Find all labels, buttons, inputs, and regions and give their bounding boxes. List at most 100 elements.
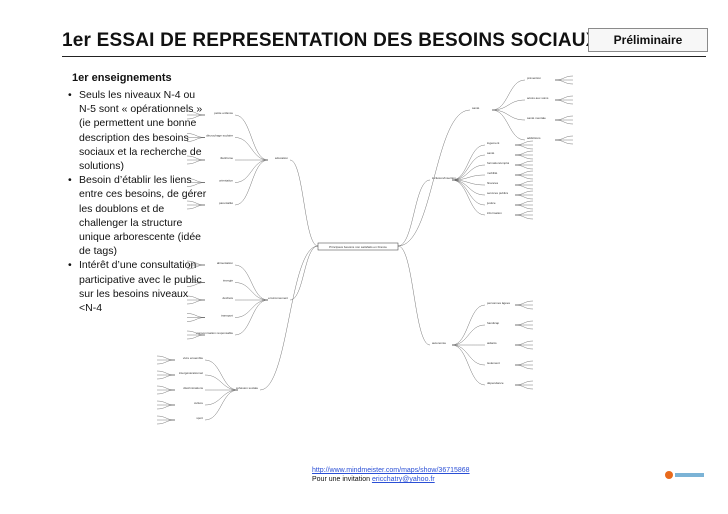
mindmap-branch-line — [397, 179, 431, 247]
mindmap-branch-line — [514, 364, 534, 370]
mindmap-branch-line — [514, 160, 534, 166]
mindmap-branch-line — [514, 180, 534, 186]
mindmap-branch-line — [451, 164, 486, 181]
mindmap-branch-line — [451, 154, 486, 181]
mindmap-branch-line — [514, 384, 534, 390]
mindmap-branch-line — [186, 317, 206, 322]
mindmap-branch-line — [156, 389, 176, 395]
mindmap-leaf-label: prévention — [527, 76, 541, 80]
mindmap-branch-line — [451, 344, 486, 366]
mindmap-leaf-label: décrochage scolaire — [206, 134, 233, 138]
mindmap-branch-line — [397, 109, 471, 247]
mindmap-leaf-label: santé mentale — [527, 116, 546, 120]
mindmap-branch-line — [156, 374, 176, 380]
mindmap-branch-line — [204, 389, 239, 406]
mindmap-branch-line — [514, 154, 534, 160]
mindmap-leaf-label: santé — [487, 151, 495, 155]
mindmap-leaf-label: consommation responsable — [196, 331, 233, 335]
mindmap-branch-label: éducation — [275, 156, 288, 160]
mindmap-branch-line — [397, 245, 431, 346]
mindmap-link[interactable]: http://www.mindmeister.com/maps/show/367… — [312, 467, 470, 474]
mindmap-branch-line — [514, 174, 534, 180]
mindmap-leaf-label: petite enfance — [214, 111, 233, 115]
mindmap-leaf-label: culture — [194, 401, 203, 405]
mindmap-branch-line — [451, 179, 486, 206]
mindmap-branch-line — [186, 282, 206, 287]
mindmap-branch-line — [186, 264, 206, 270]
mindmap-leaf-label: justice — [486, 201, 496, 205]
mindmap-leaf-label: sport — [196, 416, 203, 420]
mindmap-branch-line — [554, 79, 574, 85]
mindmap-leaf-label: accès aux soins — [527, 96, 549, 100]
section-subtitle: 1er enseignements — [72, 72, 172, 84]
mindmap-leaf-label: vivre ensemble — [183, 356, 204, 360]
mindmap-branch-line — [451, 179, 486, 216]
mindmap-branch-line — [554, 95, 574, 101]
mindmap-branch-line — [514, 210, 534, 216]
email-link[interactable]: ericchatry@yahoo.fr — [371, 476, 435, 483]
mindmeister-logo — [665, 471, 704, 479]
mindmap-branch-line — [156, 370, 176, 376]
mindmap-branch-line — [156, 419, 176, 425]
mindmap-leaf-label: personnes âgées — [487, 301, 511, 305]
mindmap-branch-line — [554, 75, 574, 81]
mindmap-branch-line — [234, 299, 269, 318]
finding-item: Intérêt d’une consultation participative… — [68, 258, 208, 315]
finding-item: Seuls les niveaux N-4 ou N-5 sont « opér… — [68, 88, 208, 173]
mindmap-leaf-label: finances — [487, 181, 499, 185]
mindmap-branch-line — [186, 114, 206, 120]
mindmap-branch-line — [491, 99, 526, 111]
mindmap-branch-line — [554, 135, 574, 141]
mindmap-leaf-label: dépendance — [487, 381, 504, 385]
mindmap-branch-line — [234, 299, 269, 336]
mindmap-leaf-label: isolement — [487, 361, 500, 365]
mindmap-leaf-label: addictions — [527, 136, 541, 140]
mindmap-branch-line — [451, 144, 486, 181]
mindmap-branch-line — [259, 245, 319, 391]
mindmap-branch-line — [514, 360, 534, 366]
mindmap-branch-line — [156, 404, 176, 410]
mindmap-leaf-label: formation/emploi — [487, 161, 510, 165]
mindmap-leaf-label: énergie — [223, 279, 233, 283]
mindmap-branch-label: santé — [472, 106, 480, 110]
mindmap-branch-line — [514, 340, 534, 346]
mindmap-leaf-label: parentalité — [219, 201, 233, 205]
mindmap-branch-line — [289, 245, 319, 301]
mindmap-branch-line — [186, 182, 206, 187]
mindmap-branch-line — [554, 139, 574, 145]
mindmap-branch-line — [186, 334, 206, 340]
mindmap-leaf-label: discriminations — [183, 386, 203, 390]
mindmap-leaf-label: alimentation — [217, 261, 234, 265]
mindmap-branch-label: autonomie — [432, 341, 446, 345]
mindmap-branch-line — [514, 344, 534, 350]
mindmap-leaf-label: logement — [487, 141, 500, 145]
mindmap-branch-line — [234, 159, 269, 206]
mindmap-branch-line — [514, 144, 534, 150]
mindmap-branch-line — [204, 374, 239, 391]
mindmap-branch-line — [491, 109, 526, 141]
mindmap-leaf-label: aidants — [487, 341, 497, 345]
mindmap-branch-line — [514, 164, 534, 170]
title-divider — [62, 56, 706, 57]
mindmap-leaf-label: transport — [221, 314, 233, 318]
mindmap-branch-line — [451, 344, 486, 386]
mindmap-branch-line — [156, 415, 176, 421]
mindmap-branch-line — [204, 359, 239, 391]
mindmap-branch-line — [186, 133, 206, 138]
mindmap-branch-line — [514, 184, 534, 190]
mindmap-branch-line — [491, 109, 526, 121]
mindmap-branch-line — [234, 159, 269, 183]
mindmap-branch-line — [514, 150, 534, 156]
mindmap-branch-line — [514, 200, 534, 206]
mindmap-branch-line — [186, 178, 206, 183]
preliminary-badge: Préliminaire — [588, 28, 708, 52]
mindmap-leaf-label: illettrisme — [220, 156, 233, 160]
mindmap-branch-line — [451, 174, 486, 181]
mindmap-branch-line — [554, 99, 574, 105]
mindmap-branch-line — [186, 260, 206, 266]
mindmap-leaf-label: services publics — [487, 191, 509, 195]
mindmap-branch-line — [186, 295, 206, 301]
mindmap-branch-line — [186, 200, 206, 206]
mindmap-branch-line — [156, 355, 176, 361]
